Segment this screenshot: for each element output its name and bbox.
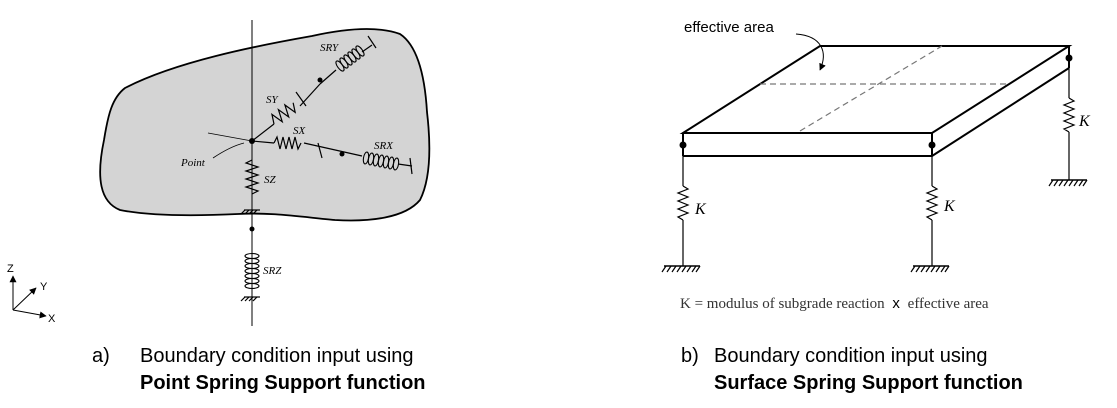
spring-column-right xyxy=(1048,68,1088,187)
caption-b-line2-text: Surface Spring Support function xyxy=(714,372,1023,394)
srz-ground xyxy=(240,296,260,302)
sy-sry-arm xyxy=(251,35,377,142)
sry-node xyxy=(317,77,323,83)
k-formula-rhs: effective area xyxy=(908,296,989,312)
caption-b-marker: b) xyxy=(681,345,699,367)
point-pointer-line xyxy=(207,132,253,142)
joint-node-right xyxy=(1065,54,1073,62)
plate-region xyxy=(99,28,431,222)
srz-node xyxy=(249,226,255,232)
k-formula: K = modulus of subgrade reaction x effec… xyxy=(680,295,989,312)
spring-column-left xyxy=(661,156,701,273)
caption-b-line2: Surface Spring Support function xyxy=(714,369,1023,397)
srz-label: SRZ xyxy=(263,265,282,277)
spring-column-middle xyxy=(910,156,950,273)
caption-a-line2: Point Spring Support function xyxy=(140,369,426,397)
panel-b-surface-spring-diagram: effective area xyxy=(661,19,1091,312)
k-label-right: K xyxy=(1078,113,1091,130)
k-formula-lhs: K = modulus of subgrade reaction xyxy=(680,296,885,312)
joint-node-left xyxy=(679,141,687,149)
point-label: Point xyxy=(180,157,206,169)
caption-a-line1: Boundary condition input using xyxy=(140,345,414,367)
sy-label: SY xyxy=(266,94,280,106)
effective-area-dashes xyxy=(760,45,1008,132)
sx-srx-arm xyxy=(251,135,413,175)
slab-top-face xyxy=(679,45,1073,134)
effective-area-arrow xyxy=(795,33,826,71)
srz-coil xyxy=(244,252,260,290)
k-formula-times: x xyxy=(892,295,900,312)
point-leader xyxy=(212,142,245,159)
sry-coil xyxy=(335,45,365,72)
caption-a-line2-text: Point Spring Support function xyxy=(140,372,426,394)
joint-node-middle xyxy=(928,141,936,149)
k-label-middle: K xyxy=(943,198,956,215)
effective-area-label: effective area xyxy=(684,19,774,36)
srx-label: SRX xyxy=(374,140,394,152)
caption-b-line1: Boundary condition input using xyxy=(714,345,988,367)
panel-a-point-spring-diagram: SRY SY SX SRX SZ SRZ Point Z Y X xyxy=(7,20,431,326)
sx-label: SX xyxy=(293,125,307,137)
caption-a-marker: a) xyxy=(92,345,110,367)
sz-spring xyxy=(240,159,260,215)
axis-z-label: Z xyxy=(7,263,14,275)
slab-edges xyxy=(682,46,1070,157)
srx-coil xyxy=(362,151,400,171)
axis-x-label: X xyxy=(48,313,56,325)
sry-label: SRY xyxy=(320,42,340,54)
sz-label: SZ xyxy=(264,174,277,186)
coordinate-axes xyxy=(9,275,47,319)
axis-y-label: Y xyxy=(40,281,48,293)
k-label-left: K xyxy=(694,201,707,218)
srx-node xyxy=(339,151,345,157)
